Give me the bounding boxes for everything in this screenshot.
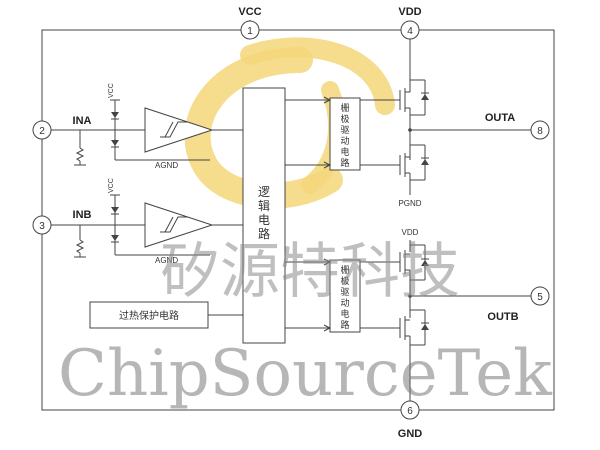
pin-outb-label: OUTB [487, 311, 518, 323]
pin-inb: 3 INB [32, 209, 92, 235]
pin-vcc-label: VCC [238, 6, 261, 18]
pin-outa-number: 8 [537, 126, 543, 137]
gdb-char-4: 动 [340, 298, 349, 309]
logic-char-1: 逻 [258, 185, 270, 199]
output-stage-b: VDD [399, 228, 531, 401]
logic-char-4: 路 [258, 226, 270, 241]
pin-ina-number: 2 [39, 126, 45, 137]
gda-char-3: 驱 [340, 125, 349, 136]
gda-char-1: 栅 [340, 102, 349, 114]
gda-char-2: 极 [340, 113, 349, 125]
pgnd-label: PGND [398, 199, 421, 208]
output-stage-a: PGND [398, 39, 531, 208]
gdb-char-1: 栅 [340, 264, 349, 276]
pin-outb-number: 5 [537, 292, 543, 303]
logic-block: 逻 辑 电 路 [242, 87, 286, 344]
pin-gnd-label: GND [398, 428, 423, 440]
pin-vdd: 4 VDD [398, 6, 422, 40]
gdb-char-5: 电 [340, 308, 349, 320]
pin-outb: 5 OUTB [487, 286, 550, 323]
overheat-label: 过热保护电路 [119, 309, 179, 322]
schmitt-buffer-b [144, 202, 214, 248]
vcc-b-label: VCC [108, 178, 115, 193]
pin-inb-number: 3 [39, 221, 45, 232]
pin-vdd-number: 4 [407, 26, 413, 37]
pin-ina-label: INA [73, 115, 92, 127]
input-stage-b: VCC AGND [51, 178, 243, 265]
pin-gnd: 6 GND [398, 400, 423, 440]
agnd-a-label: AGND [155, 161, 178, 170]
gate-driver-a: 栅 极 驱 动 电 路 [285, 96, 400, 171]
pin-vdd-label: VDD [398, 6, 421, 18]
logic-char-3: 电 [258, 213, 270, 227]
vcc-a-label: VCC [108, 83, 115, 98]
overheat-protection-block: 过热保护电路 [89, 301, 243, 329]
pin-inb-label: INB [73, 209, 92, 221]
input-stage-a: VCC AGND [51, 83, 243, 170]
pin-gnd-number: 6 [407, 406, 413, 417]
gda-char-6: 路 [340, 157, 349, 169]
vdd-inner-label: VDD [402, 228, 419, 237]
gda-char-5: 电 [340, 146, 349, 158]
pin-vcc-number: 1 [247, 26, 253, 37]
gdb-char-3: 驱 [340, 287, 349, 298]
pin-outa: 8 OUTA [485, 112, 550, 140]
gdb-char-6: 路 [340, 319, 349, 331]
schmitt-buffer-a [144, 107, 214, 153]
gate-driver-b: 栅 极 驱 动 电 路 [285, 258, 400, 333]
gda-char-4: 动 [340, 136, 349, 147]
pin-vcc: 1 VCC [238, 6, 262, 40]
pin-outa-label: OUTA [485, 112, 515, 124]
watermark-cjk: 矽源特科技 [160, 237, 460, 307]
agnd-b-label: AGND [155, 256, 178, 265]
logic-char-2: 辑 [258, 199, 270, 213]
gdb-char-2: 极 [340, 275, 349, 287]
watermark-latin: ChipSourceTek [58, 337, 553, 411]
